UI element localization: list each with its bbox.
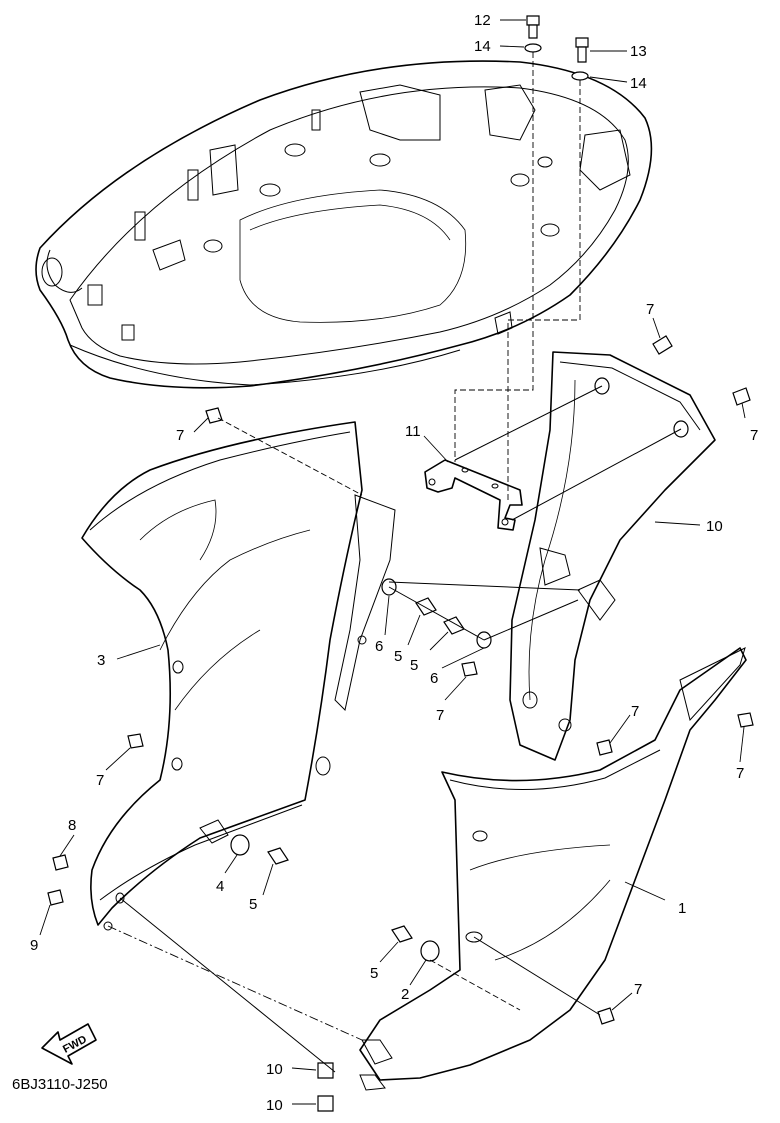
callout-7h: 7 (634, 981, 642, 998)
callout-numbers: 12 14 13 14 7 11 7 7 10 3 6 5 5 6 7 7 7 … (30, 12, 758, 1114)
callout-12: 11 (405, 423, 421, 440)
callout-4: 4 (216, 878, 224, 895)
callout-8: 8 (68, 817, 76, 834)
callout-1: 1 (678, 900, 686, 917)
callout-2: 2 (401, 986, 409, 1003)
callout-14a: 14 (474, 38, 491, 55)
callout-6b: 6 (430, 670, 438, 687)
top-cowling (35, 60, 653, 389)
fwd-arrow-icon: FWD (41, 1023, 97, 1065)
callout-5a: 5 (394, 648, 402, 665)
callout-5d: 5 (370, 965, 378, 982)
reference-code: 6BJ3110-J250 (12, 1076, 108, 1093)
hardware (47, 15, 754, 1112)
callout-14b: 14 (630, 75, 647, 92)
callout-10b: 10 (266, 1097, 283, 1114)
callout-7b: 7 (750, 427, 758, 444)
callout-7c: 7 (176, 427, 184, 444)
assembly-lines (107, 52, 682, 1073)
callout-7d: 7 (436, 707, 444, 724)
rear-cowling (509, 351, 716, 761)
callout-5c: 5 (249, 896, 257, 913)
side-cowling-left (81, 421, 396, 931)
callout-7g: 7 (96, 772, 104, 789)
callout-3: 3 (97, 652, 105, 669)
callout-13a: 12 (474, 12, 491, 29)
callout-7a: 7 (646, 301, 654, 318)
callout-11: 10 (706, 518, 723, 535)
callout-7f: 7 (736, 765, 744, 782)
callout-leaders (39, 19, 746, 1105)
callout-6a: 6 (375, 638, 383, 655)
callout-9: 9 (30, 937, 38, 954)
bracket (424, 459, 523, 531)
callout-7e: 7 (631, 703, 639, 720)
callout-10a: 10 (266, 1061, 283, 1078)
callout-13b: 13 (630, 43, 647, 60)
front-cowling (359, 647, 747, 1091)
callout-5b: 5 (410, 657, 418, 674)
